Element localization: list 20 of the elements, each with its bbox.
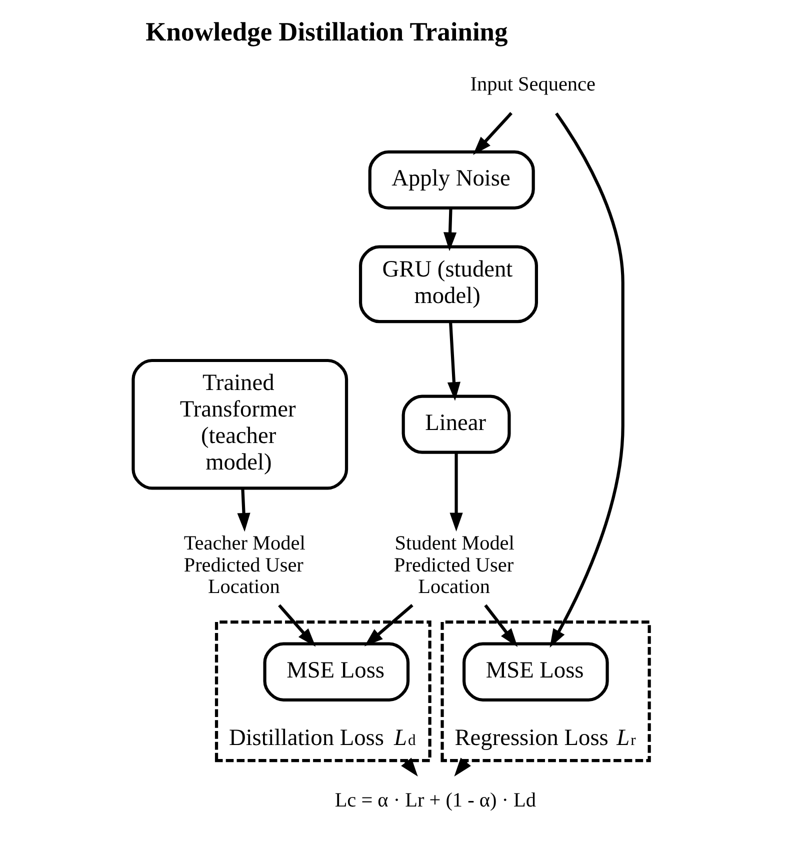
arrow [443,208,457,252]
node-box: Trained Transformer (teacher model) [132,358,348,490]
node-text: Input Sequence [470,73,596,96]
arrow [237,488,250,532]
node-box: Apply Noise [368,150,535,210]
node-text: Lc = α · Lr + (1 - α) · Ld [334,789,536,812]
diagram-title: Knowledge Distillation Training [146,16,508,47]
arrow [278,604,316,647]
node-text: Student Model Predicted User Location [394,532,514,598]
arrow [447,322,460,401]
node-box: Linear [402,394,511,454]
node-box: GRU (student model) [358,245,538,324]
node-box: MSE Loss [462,642,609,702]
arrow [450,452,463,532]
node-box: MSE Loss [263,642,410,702]
arrow [550,112,624,648]
arrow [472,112,512,155]
node-text: Teacher Model Predicted User Location [184,532,306,598]
arrow [364,604,414,646]
arrow [484,604,518,647]
